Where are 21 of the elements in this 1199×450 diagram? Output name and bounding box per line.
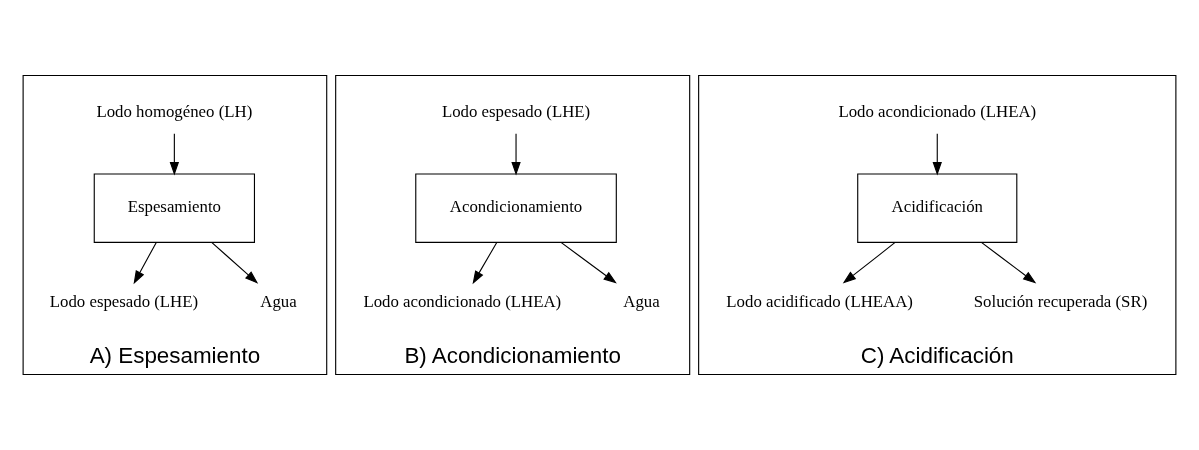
node-text: Solución recuperada (SR) <box>973 291 1148 311</box>
node-text: Lodo acondicionado (LHEA) <box>838 102 1037 122</box>
node-text: Lodo acidificado (LHEAA) <box>726 291 913 311</box>
arrow <box>842 241 896 284</box>
node-text: Agua <box>623 291 660 311</box>
arrow <box>980 241 1037 284</box>
arrow <box>511 133 521 176</box>
node-box: Espesamiento <box>93 173 255 243</box>
node-text: Lodo espesado (LHE) <box>441 102 591 122</box>
arrow <box>211 241 259 284</box>
node-box: Acondicionamiento <box>415 173 617 243</box>
node-text: Lodo espesado (LHE) <box>49 291 199 311</box>
arrow <box>169 133 180 176</box>
arrow <box>932 133 942 176</box>
arrow <box>133 242 157 285</box>
node-box: Acidificación <box>857 173 1018 243</box>
arrow <box>560 241 617 284</box>
arrow <box>472 242 498 285</box>
node-text: Lodo homogéneo (LH) <box>96 102 253 122</box>
node-text: Lodo acondicionado (LHEA) <box>363 291 562 311</box>
node-text: Agua <box>260 291 297 311</box>
